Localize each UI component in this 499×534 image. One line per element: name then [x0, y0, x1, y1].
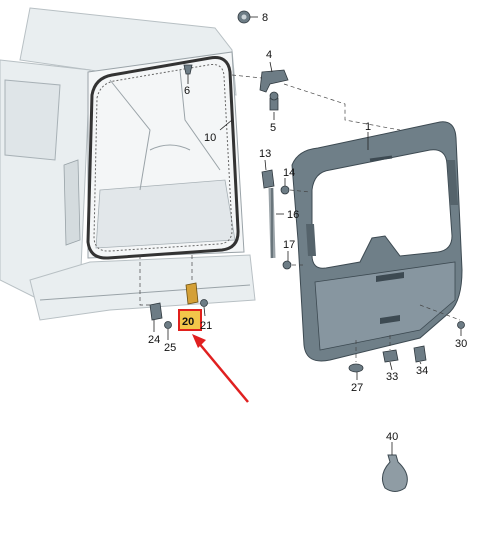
interior-line — [179, 69, 221, 171]
tailgate-top-lip — [369, 155, 393, 162]
leader-10 — [219, 119, 233, 131]
tailgate — [291, 121, 463, 362]
leader-33 — [389, 361, 393, 371]
cargo-floor — [95, 179, 236, 249]
part-33-plate — [382, 349, 399, 363]
label-part-1: 1 — [365, 121, 371, 133]
part-17-ball-stud — [282, 260, 292, 270]
tail-lamp-recess — [63, 159, 81, 246]
label-part-33: 33 — [386, 371, 398, 383]
part-8-grommet-hole — [241, 14, 247, 20]
part-21-screw — [200, 299, 208, 307]
label-part-17: 17 — [283, 239, 295, 251]
label-part-10: 10 — [204, 132, 216, 144]
leader-4 — [269, 61, 273, 73]
tailgate-side-trim-right — [447, 160, 458, 205]
part-27-plug — [348, 363, 364, 373]
dash-14 — [289, 189, 311, 193]
label-part-27: 27 — [351, 382, 363, 394]
dash-30 — [419, 304, 461, 321]
label-part-8: 8 — [262, 12, 268, 24]
part-20-buffer — [185, 282, 199, 305]
part-14-ball-stud — [280, 185, 290, 195]
tailgate-handle-recess — [376, 272, 404, 282]
part-6-clip — [183, 64, 193, 75]
label-part-6: 6 — [184, 85, 190, 97]
part-labels: 8 6 4 5 10 1 13 14 16 17 20 21 24 25 27 … — [148, 12, 467, 443]
part-4-hinge — [259, 69, 289, 93]
part-25-screw — [164, 321, 172, 329]
leader-34 — [419, 361, 422, 365]
callout-arrow — [192, 334, 249, 403]
rear-bumper — [29, 254, 256, 321]
label-part-24: 24 — [148, 334, 160, 346]
van-body — [0, 7, 256, 321]
part-34-bracket — [413, 345, 427, 363]
leader-21 — [203, 306, 206, 317]
tailgate-window-opening — [311, 149, 453, 269]
interior-line — [149, 144, 191, 151]
assembly-dashed-lines — [139, 74, 461, 362]
label-part-40: 40 — [386, 431, 398, 443]
label-part-21: 21 — [200, 320, 212, 332]
dash-24 — [139, 255, 150, 306]
label-part-34: 34 — [416, 365, 428, 377]
tailgate-lower-panel — [314, 261, 456, 351]
callout-arrow-shaft — [197, 341, 249, 403]
part-40-bag — [381, 454, 408, 492]
label-part-25: 25 — [164, 342, 176, 354]
door-seal — [86, 56, 240, 260]
tailgate-side-trim — [306, 224, 316, 256]
side-window — [4, 79, 61, 161]
part-13-strut-mount — [261, 169, 275, 189]
leader-lines — [153, 16, 462, 455]
leader-13 — [264, 159, 267, 171]
bumper-line — [39, 284, 251, 301]
door-seal-inner — [93, 64, 233, 252]
label-part-4: 4 — [266, 49, 272, 61]
label-part-13: 13 — [259, 148, 271, 160]
highlight-box-part-20 — [178, 309, 202, 331]
tailgate-lock-recess — [380, 315, 400, 324]
part-24-latch — [149, 302, 163, 321]
label-part-5: 5 — [270, 122, 276, 134]
label-part-14: 14 — [283, 167, 295, 179]
label-part-16: 16 — [287, 209, 299, 221]
part-5-bolt-head — [269, 91, 279, 101]
label-part-30: 30 — [455, 338, 467, 350]
part-30-clip — [457, 321, 465, 329]
dash-hinge-to-gate — [283, 83, 401, 131]
dash-hinge — [231, 74, 263, 79]
interior-line — [109, 79, 151, 191]
callout-arrow-head — [192, 334, 206, 348]
label-part-20: 20 — [182, 316, 194, 328]
